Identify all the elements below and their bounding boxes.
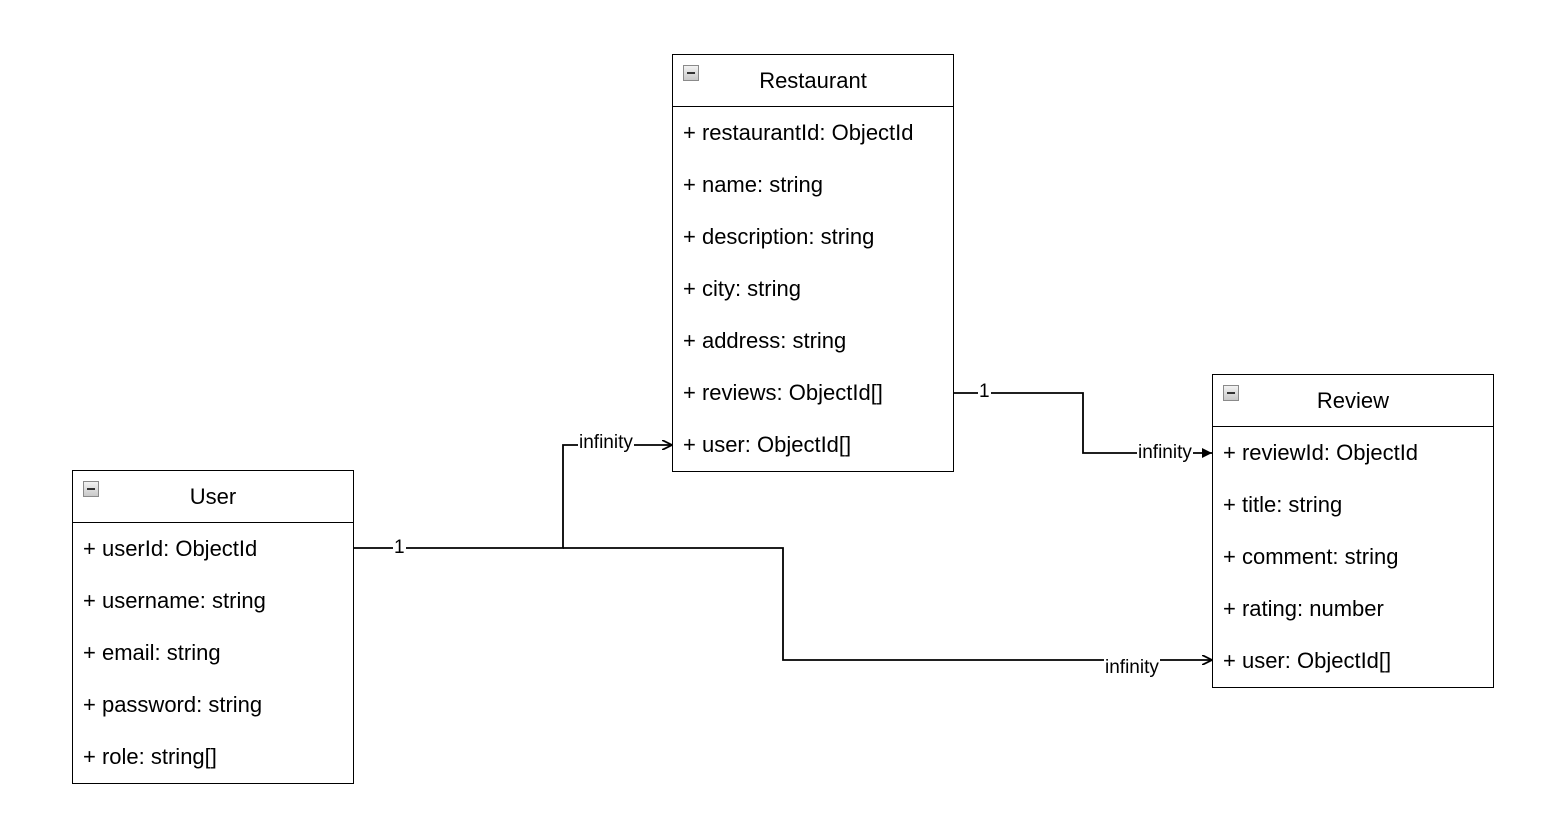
attribute: + userId: ObjectId — [83, 536, 258, 561]
attribute: + rating: number — [1223, 596, 1384, 621]
attribute: + title: string — [1223, 492, 1343, 517]
class-user[interactable]: User + userId: ObjectId + username: stri… — [72, 470, 354, 784]
attribute: + role: string[] — [83, 744, 217, 769]
attribute: + reviewId: ObjectId — [1223, 440, 1419, 465]
multiplicity-label-user-restaurant-source: 1 — [393, 537, 406, 558]
class-title: Review — [1316, 387, 1390, 413]
attribute: + description: string — [683, 224, 875, 249]
multiplicity-label-restaurant-review-source: 1 — [978, 381, 991, 402]
collapse-icon[interactable] — [83, 481, 99, 497]
connector-user-restaurant[interactable] — [353, 445, 672, 549]
attribute: + user: ObjectId[] — [1223, 648, 1392, 673]
attribute: + city: string — [683, 276, 801, 301]
attribute: + password: string — [83, 692, 263, 717]
multiplicity-label-user-review-target: infinity — [1104, 657, 1160, 678]
class-title: Restaurant — [759, 67, 867, 93]
multiplicity-label-restaurant-review-target: infinity — [1137, 442, 1193, 463]
class-restaurant[interactable]: Restaurant + restaurantId: ObjectId + na… — [672, 54, 954, 472]
collapse-icon[interactable] — [1223, 385, 1239, 401]
attribute: + restaurantId: ObjectId — [683, 120, 914, 145]
collapse-icon[interactable] — [683, 65, 699, 81]
class-header: User — [73, 471, 353, 523]
attribute: + user: ObjectId[] — [683, 432, 852, 457]
attribute: + address: string — [683, 328, 847, 353]
class-header: Restaurant — [673, 55, 953, 107]
attribute: + email: string — [83, 640, 221, 665]
attribute: + name: string — [683, 172, 824, 197]
class-review[interactable]: Review + reviewId: ObjectId + title: str… — [1212, 374, 1494, 688]
multiplicity-label-user-restaurant-target: infinity — [578, 432, 634, 453]
attribute: + reviews: ObjectId[] — [683, 380, 883, 405]
class-header: Review — [1213, 375, 1493, 427]
connector-user-review[interactable] — [563, 547, 1212, 660]
attribute: + username: string — [83, 588, 266, 613]
attribute: + comment: string — [1223, 544, 1399, 569]
class-title: User — [189, 483, 237, 509]
